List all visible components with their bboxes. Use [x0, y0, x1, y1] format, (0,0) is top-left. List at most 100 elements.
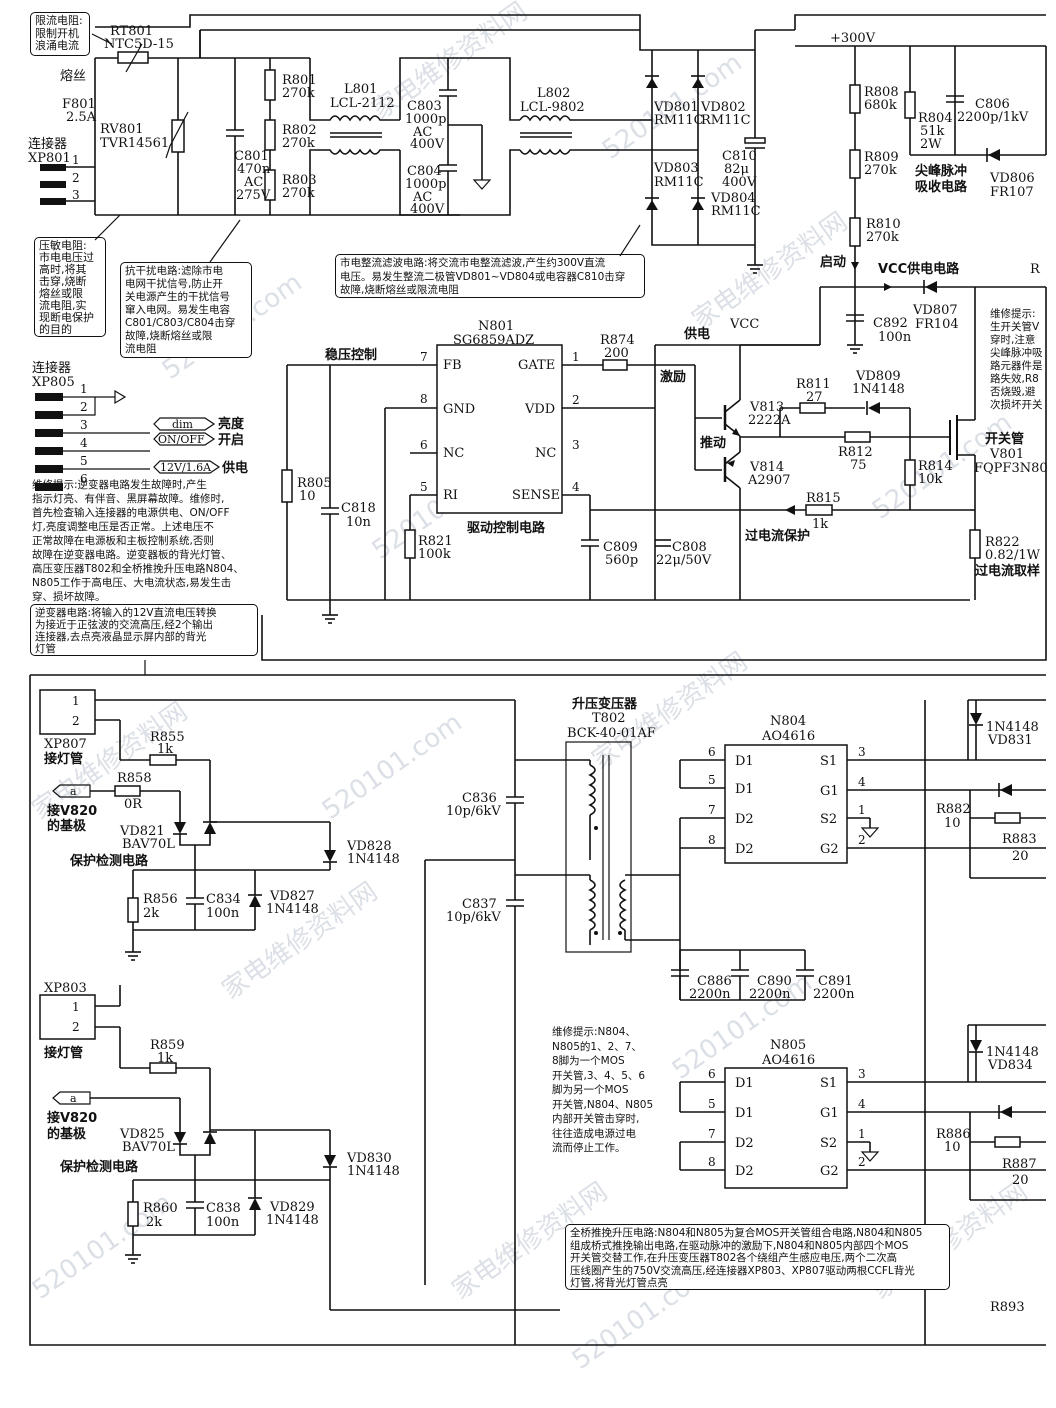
- snubber-label: 尖峰脉冲: [915, 163, 967, 179]
- xp807-connector: [39, 689, 96, 735]
- l802-value: LCL-9802: [520, 100, 585, 115]
- c892-value: 100n: [878, 330, 912, 345]
- f801-value: 2.5A: [66, 110, 97, 125]
- xp803-label: 接灯管: [44, 1045, 83, 1061]
- v813-value: 2222A: [748, 413, 791, 428]
- vd825-value: BAV70L: [122, 1140, 175, 1155]
- c891-value: 2200n: [813, 987, 855, 1002]
- driver-control-label: 驱动控制电路: [467, 520, 546, 536]
- overcurrent-label: 过电流保护: [745, 528, 810, 544]
- v801-value: FQPF3N80: [974, 461, 1048, 476]
- r859-value: 1k: [157, 1051, 173, 1066]
- edge-r-label: R: [1030, 262, 1041, 277]
- vd802-ref: VD802: [700, 100, 746, 115]
- n804-ic: [724, 744, 848, 864]
- n804-pin-s1: S1: [820, 754, 837, 769]
- vd830-ref: VD830: [346, 1151, 392, 1166]
- r811-ref: R811: [796, 377, 831, 392]
- boost-transformer-label: 升压变压器: [572, 696, 638, 712]
- n805-pin: 5: [708, 1097, 716, 1111]
- n805-ic: [724, 1067, 848, 1189]
- xp807-ref: XP807: [44, 737, 87, 752]
- r883-ref: R883: [1002, 832, 1037, 847]
- control-circuit: [281, 344, 970, 624]
- r811-value: 27: [806, 390, 823, 405]
- lamp-channel-2: [39, 985, 560, 1311]
- xp805-pin-number: 2: [80, 400, 88, 414]
- watermark: 520101.com: [317, 708, 468, 826]
- n801-pin-sense: SENSE: [512, 488, 560, 503]
- note-inverter: 逆变器电路:将输入的12V直流电压转换 为接近于正弦波的交流高压,经2个输出 连…: [30, 604, 258, 656]
- r805-ref: R805: [297, 476, 332, 491]
- n805-pin: 3: [858, 1067, 866, 1081]
- c808-ref: C808: [672, 540, 707, 555]
- xp803-pin-number: 2: [72, 1020, 80, 1034]
- rt801-label: RT801: [110, 24, 153, 39]
- vd809-value: 1N4148: [852, 382, 905, 397]
- n804-pin-d2: D2: [735, 842, 754, 857]
- n805-pin-s2: S2: [820, 1136, 837, 1151]
- c808-value: 22μ/50V: [656, 553, 712, 568]
- r858-value: 0R: [124, 797, 143, 812]
- r815-ref: R815: [806, 491, 841, 506]
- rt801-thermistor: [117, 51, 149, 64]
- xp805-ref: XP805: [32, 375, 75, 390]
- xp803-pin-number: 1: [72, 1000, 80, 1014]
- r860-ref: R860: [143, 1201, 178, 1216]
- vcc-label: VCC: [729, 317, 759, 332]
- c890-value: 2200n: [749, 987, 791, 1002]
- brightness-label: 亮度: [218, 416, 245, 432]
- f801-ref: F801: [62, 97, 96, 112]
- n801-pin-gate: GATE: [518, 358, 555, 373]
- l802-ref: L802: [537, 86, 570, 101]
- r810-value: 270k: [866, 230, 899, 245]
- n805-pin-d1: D1: [735, 1106, 754, 1121]
- n801-ic: [436, 344, 563, 514]
- note-emi: 抗干扰电路:滤除市电 电网干扰信号,防止开 关电源产生的干扰信号 窜入电网。易发…: [120, 262, 252, 358]
- n805-pin-s1: S1: [820, 1076, 837, 1091]
- vd831-value: 1N4148: [986, 720, 1039, 735]
- n804-pin-g1: G1: [820, 784, 839, 799]
- r805-value: 10: [299, 489, 316, 504]
- r856-ref: R856: [143, 892, 178, 907]
- n801-pin-1: 1: [572, 350, 580, 364]
- bridge-rectifier: [640, 14, 1046, 274]
- vd829-ref: VD829: [269, 1200, 315, 1215]
- note-rectifier: 市电整流滤波电路:将交流市电整流滤波,产生约300V直流 电压。易发生整流二极管…: [335, 254, 645, 298]
- r812-value: 75: [850, 458, 867, 473]
- n801-pin-fb: FB: [443, 358, 462, 373]
- r803-ref: R803: [282, 173, 317, 188]
- n805-pin: 2: [858, 1155, 866, 1169]
- hint-xp805: 维修提示:逆变器电路发生故障时,产生 指示灯亮、有伴音、黑屏幕故障。维修时, 首…: [32, 479, 244, 603]
- r821-ref: R821: [418, 534, 453, 549]
- r804-ref: R804: [918, 111, 953, 126]
- n805-pin: 6: [708, 1067, 716, 1081]
- xp805-pin-number: 3: [80, 418, 88, 432]
- transformer-t802: [515, 741, 680, 953]
- vd821-value: BAV70L: [122, 837, 175, 852]
- n801-pin-7: 7: [420, 350, 428, 364]
- r893-label: R893: [990, 1300, 1025, 1315]
- r887-ref: R887: [1002, 1157, 1037, 1172]
- watermark: 家电维修资料网: [687, 207, 853, 336]
- note-varistor: 压敏电阻: 市电电压过 高时,将其 击穿,烧断 熔丝或限 流电阻,实 现断电保护…: [34, 237, 106, 337]
- rv801-varistor: [171, 119, 185, 153]
- n804-pin: 8: [708, 833, 716, 847]
- v801-ref: V801: [989, 447, 1024, 462]
- n804-pin-d2: D2: [735, 812, 754, 827]
- c836-value: 10p/6kV: [446, 804, 501, 819]
- r809-value: 270k: [864, 163, 897, 178]
- c834-value: 100n: [206, 906, 240, 921]
- hint-mos: 维修提示:N804、 N805的1、2、7、 8脚为一个MOS 开关管,3、4、…: [552, 1026, 654, 1154]
- protection-label: 保护检测电路: [69, 853, 149, 869]
- r822-value: 0.82/1W: [985, 548, 1041, 563]
- vd834-value: 1N4148: [986, 1045, 1039, 1060]
- c806-ref: C806: [975, 97, 1010, 112]
- xp801-ref: XP801: [28, 151, 71, 166]
- xp803-connector: [39, 994, 96, 1040]
- vd831-ref: VD831: [987, 733, 1033, 748]
- n804-channel: [671, 699, 1046, 1345]
- r804-value: 51k: [920, 124, 945, 139]
- start-label: 启动: [820, 254, 846, 270]
